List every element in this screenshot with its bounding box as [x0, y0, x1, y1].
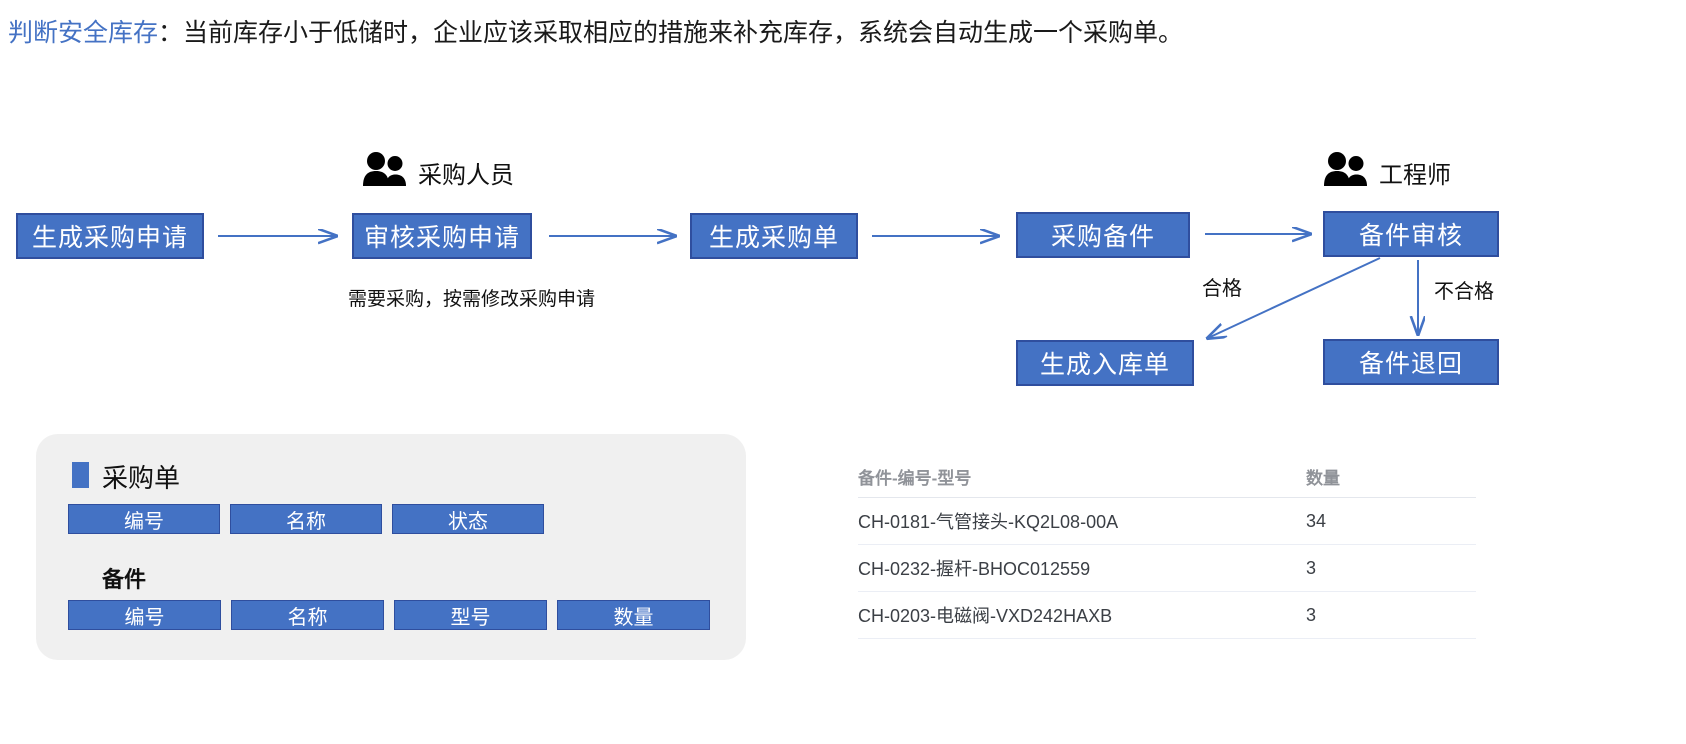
flow-node-label: 备件审核: [1358, 222, 1463, 250]
order-field-chips: 编号 名称 状态: [68, 504, 554, 534]
parts-field-chip[interactable]: 名称: [231, 600, 384, 630]
flow-node-create-inbound[interactable]: 生成入库单: [1016, 340, 1194, 386]
process-flow-diagram: 采购人员 工程师 生成采购申请 审核采购申请 生成采购单 采购备件 备件审核 生…: [16, 152, 1499, 386]
flow-node-label: 生成采购申请: [31, 224, 188, 252]
parts-table: 备件-编号-型号 数量 CH-0181-气管接头-KQ2L08-00A 34 C…: [858, 456, 1476, 639]
card-bullet-icon: [72, 462, 89, 488]
flow-node-label: 生成入库单: [1039, 351, 1170, 379]
order-field-chip[interactable]: 状态: [392, 504, 544, 534]
role-engineer-label: 工程师: [1379, 162, 1451, 189]
page-title-highlight: 判断安全库存: [8, 19, 159, 47]
table-cell-name: CH-0181-气管接头-KQ2L08-00A: [858, 512, 1119, 532]
flow-node-label: 审核采购申请: [363, 224, 520, 252]
caption-review-note: 需要采购，按需修改采购申请: [348, 289, 596, 310]
flow-node-parts-return[interactable]: 备件退回: [1323, 339, 1499, 385]
table-row[interactable]: CH-0203-电磁阀-VXD242HAXB 3: [858, 592, 1476, 639]
table-cell-qty: 3: [1306, 604, 1317, 625]
flow-node-review-request[interactable]: 审核采购申请: [352, 213, 532, 259]
purchase-order-card: 采购单 编号 名称 状态 备件 编号 名称 型号 数量: [36, 434, 746, 660]
table-header-row: 备件-编号-型号 数量: [858, 456, 1476, 498]
edge-label-pass: 合格: [1202, 278, 1242, 300]
parts-field-chip[interactable]: 数量: [557, 600, 710, 630]
table-row[interactable]: CH-0232-握杆-BHOC012559 3: [858, 545, 1476, 592]
page-title-rest: ：当前库存小于低储时，企业应该采取相应的措施来补充库存，系统会自动生成一个采购单…: [158, 19, 1184, 47]
card-title: 采购单: [102, 463, 181, 493]
role-buyer: 采购人员: [362, 152, 514, 193]
table-cell-qty: 34: [1306, 510, 1327, 531]
role-buyer-label: 采购人员: [418, 162, 514, 189]
parts-field-chips: 编号 名称 型号 数量: [68, 600, 720, 630]
flow-node-create-request[interactable]: 生成采购申请: [16, 213, 204, 259]
people-icon: [362, 152, 408, 193]
parts-field-chip[interactable]: 型号: [394, 600, 547, 630]
flow-node-purchase-parts[interactable]: 采购备件: [1016, 212, 1190, 258]
flow-node-label: 备件退回: [1358, 350, 1463, 378]
flow-node-parts-review[interactable]: 备件审核: [1323, 211, 1499, 257]
order-field-chip[interactable]: 名称: [230, 504, 382, 534]
table-header-qty: 数量: [1306, 469, 1340, 488]
flow-node-label: 采购备件: [1050, 223, 1155, 251]
role-engineer: 工程师: [1323, 152, 1451, 193]
order-field-chip[interactable]: 编号: [68, 504, 220, 534]
table-cell-name: CH-0232-握杆-BHOC012559: [858, 559, 1091, 579]
flow-node-create-order[interactable]: 生成采购单: [690, 213, 858, 259]
table-row[interactable]: CH-0181-气管接头-KQ2L08-00A 34: [858, 498, 1476, 545]
page-title: 判断安全库存：当前库存小于低储时，企业应该采取相应的措施来补充库存，系统会自动生…: [8, 16, 1183, 50]
parts-section-title: 备件: [102, 567, 147, 592]
edge-label-fail: 不合格: [1434, 281, 1494, 303]
flow-node-label: 生成采购单: [708, 224, 839, 252]
table-header-name: 备件-编号-型号: [858, 469, 972, 488]
table-cell-name: CH-0203-电磁阀-VXD242HAXB: [858, 606, 1113, 626]
people-icon: [1323, 152, 1369, 193]
parts-field-chip[interactable]: 编号: [68, 600, 221, 630]
table-cell-qty: 3: [1306, 557, 1317, 578]
